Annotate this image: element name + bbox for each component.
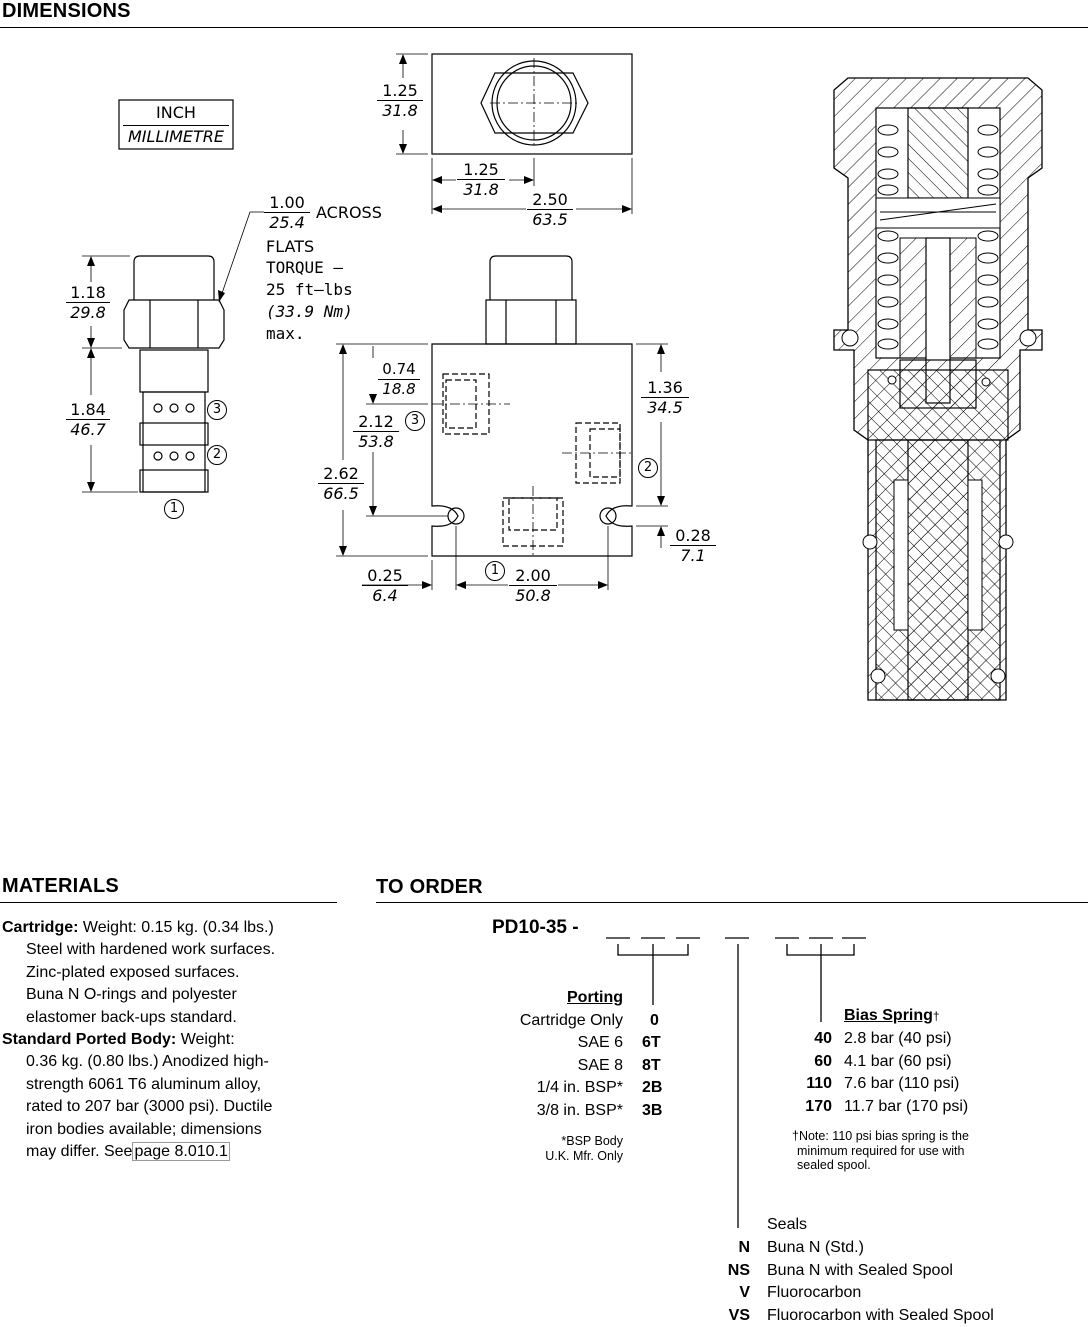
materials-heading: MATERIALS xyxy=(2,875,119,897)
seals-title: Seals xyxy=(767,1216,808,1233)
porting-section: Porting Cartridge Only SAE 6 SAE 8 1/4 i… xyxy=(450,987,623,1123)
materials-rule xyxy=(0,902,337,903)
bias-note: †Note: 110 psi bias spring is the minimu… xyxy=(792,1129,969,1173)
porting-title: Porting xyxy=(567,989,623,1006)
top-view xyxy=(396,53,633,214)
to-order-rule xyxy=(376,902,1088,903)
torque-value: 25 ft–lbs xyxy=(266,280,353,299)
cartridge-arrows xyxy=(87,256,225,492)
bias-labels: 2.8 bar (40 psi) 4.1 bar (60 psi) 7.6 ba… xyxy=(844,1030,969,1115)
bias-title: Bias Spring† xyxy=(844,1007,940,1024)
porting-codes: 0 6T 8T 2B 3B xyxy=(642,1011,663,1119)
seal-labels: Buna N (Std.) Buna N with Sealed Spool F… xyxy=(767,1239,994,1324)
bias-codes: 40 60 110 170 xyxy=(805,1030,832,1115)
cartridge-line: Cartridge: Weight: 0.15 kg. (0.34 lbs.) xyxy=(2,919,274,936)
dimension-drawing xyxy=(82,53,1043,701)
flats-note-across: ACROSS xyxy=(316,203,382,222)
to-order-heading: TO ORDER xyxy=(376,876,483,898)
body-arrows xyxy=(339,344,665,589)
body-port-3: 3 xyxy=(405,411,425,431)
cross-section xyxy=(833,77,1043,701)
dimensions-rule xyxy=(0,27,1088,28)
model-prefix: PD10-35 - xyxy=(492,917,579,938)
torque-metric: (33.9 Nm) xyxy=(266,302,353,321)
torque-max: max. xyxy=(266,324,305,343)
units-inch: INCH xyxy=(156,103,196,122)
body-port-2: 2 xyxy=(638,458,658,478)
bsp-note: *BSP Body U.K. Mfr. Only xyxy=(545,1134,623,1163)
dimensions-heading: DIMENSIONS xyxy=(2,0,131,22)
flats-note-flats: FLATS xyxy=(266,237,315,256)
cart-port-1: 1 xyxy=(164,499,184,519)
cart-port-3: 3 xyxy=(207,400,227,420)
body-port-1: 1 xyxy=(485,561,505,581)
seal-codes: N NS V VS xyxy=(727,1239,750,1324)
body-line: Standard Ported Body: Weight: xyxy=(2,1031,235,1049)
units-divider xyxy=(123,124,229,126)
page-link[interactable]: page 8.010.1 xyxy=(132,1142,230,1162)
units-box xyxy=(118,99,234,150)
cart-port-2: 2 xyxy=(207,445,227,465)
torque-label: TORQUE – xyxy=(266,258,344,277)
top-view-arrows xyxy=(399,54,632,213)
units-mm: MILLIMETRE xyxy=(128,127,224,146)
materials-text: Cartridge: Weight: 0.15 kg. (0.34 lbs.) … xyxy=(2,917,338,1163)
cartridge-view xyxy=(82,211,264,493)
